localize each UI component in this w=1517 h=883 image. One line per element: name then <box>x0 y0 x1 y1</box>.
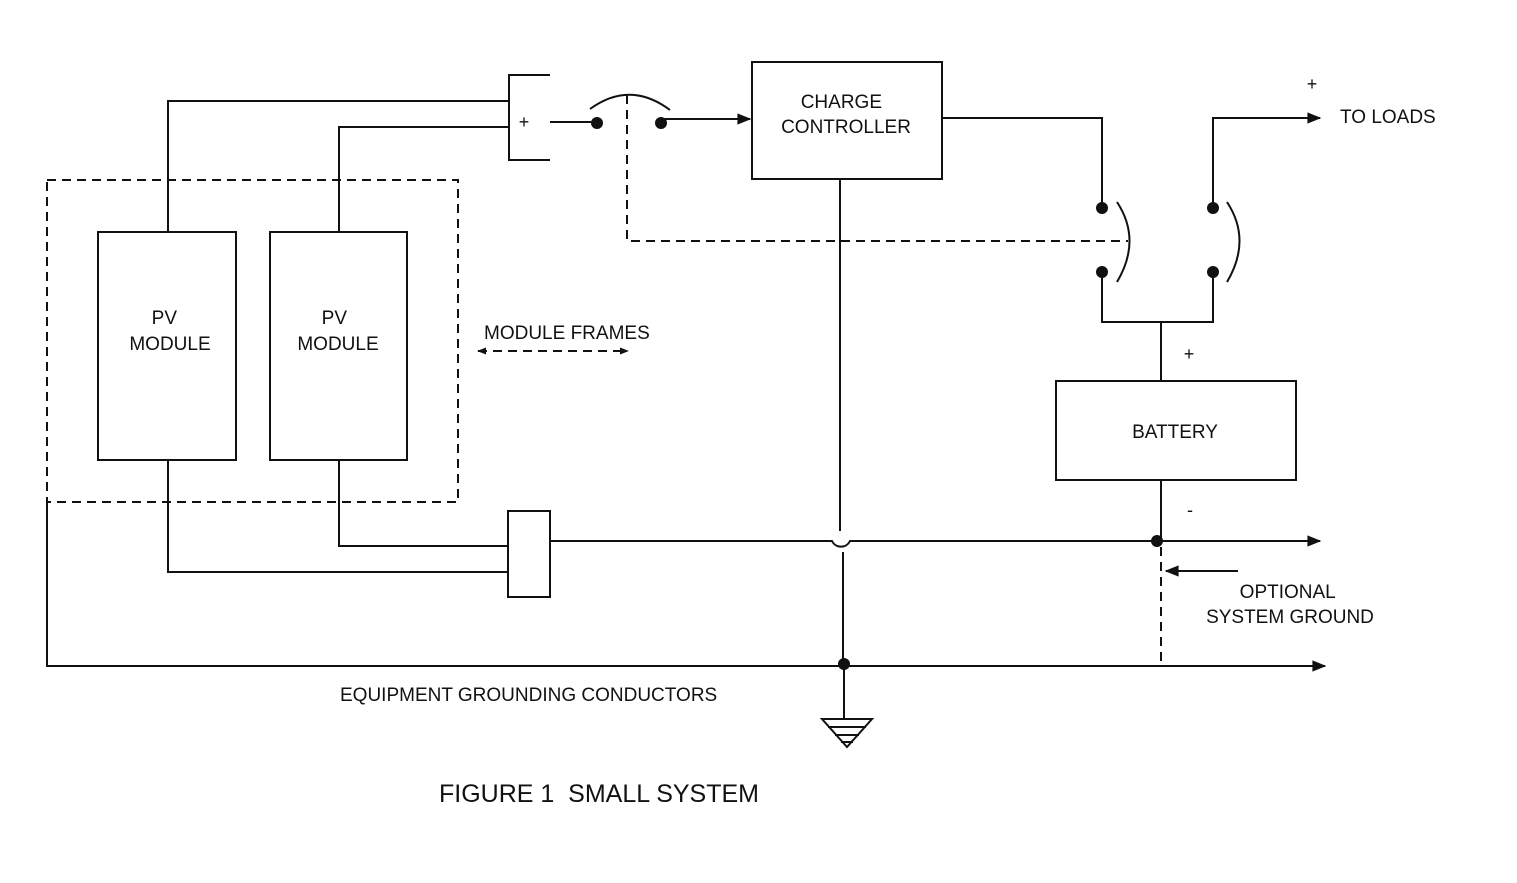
loads-plus-sign: + <box>1307 74 1318 94</box>
negative-bus <box>550 535 1322 548</box>
battery <box>1055 380 1297 481</box>
ganged-switch-linkage <box>626 95 1128 242</box>
equipment-grounding-conductors-label: EQUIPMENT GROUNDING CONDUCTORS <box>340 685 717 706</box>
pv-disconnect-terminal-1 <box>591 117 603 129</box>
load-switch-blade <box>1226 201 1241 283</box>
battery-label: BATTERY <box>1132 422 1218 443</box>
battery-switch-blade <box>1116 201 1131 283</box>
load-output-wire <box>1212 112 1322 208</box>
pv-2-positive-wire <box>338 126 509 232</box>
negative-combiner <box>507 510 551 598</box>
controller-output-wire <box>942 117 1103 207</box>
battery-switch-terminal-top <box>1096 202 1108 214</box>
pv-1-positive-wire <box>167 100 509 232</box>
battery-positive-bus <box>1101 272 1214 380</box>
battery-minus-sign: - <box>1187 500 1193 520</box>
battery-plus-sign: + <box>1184 344 1195 364</box>
pv-2-negative-wire <box>338 460 508 547</box>
earth-ground-icon <box>819 718 875 749</box>
pv-module-1-label: PV MODULE <box>129 308 210 355</box>
positive-combiner <box>508 74 550 161</box>
negative-bus-junction <box>1151 535 1163 547</box>
optional-system-ground-label: OPTIONAL SYSTEM GROUND <box>1206 582 1374 628</box>
controller-ground-wire <box>839 179 844 664</box>
pv-module-2-label: PV MODULE <box>297 308 378 355</box>
figure-title: FIGURE 1 SMALL SYSTEM <box>439 780 759 808</box>
charge-controller-label: CHARGE CONTROLLER <box>781 92 911 138</box>
pv-disconnect-switch-blade <box>589 93 671 111</box>
module-frames-enclosure <box>46 179 459 503</box>
pv-1-negative-wire <box>167 460 508 573</box>
equipment-grounding-conductor <box>46 502 1327 672</box>
charge-controller <box>751 61 943 180</box>
module-frames-label: MODULE FRAMES <box>484 323 650 344</box>
to-loads-label: TO LOADS <box>1340 107 1436 128</box>
combiner-plus-sign: + <box>519 112 530 132</box>
